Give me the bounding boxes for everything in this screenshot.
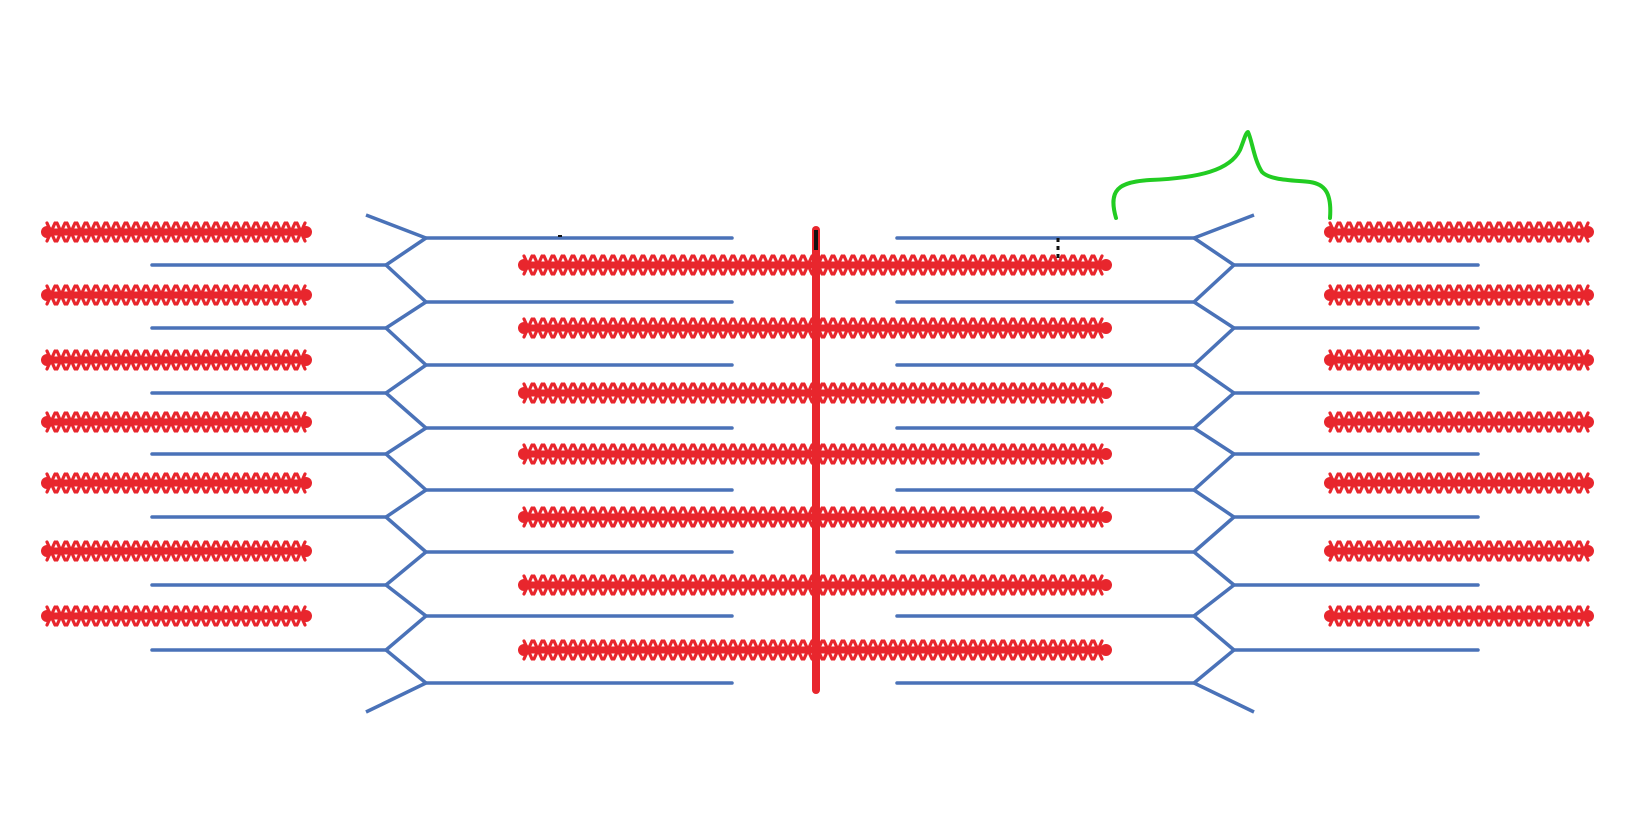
thick-filament-end	[518, 259, 530, 271]
thick-filament-end	[41, 416, 53, 428]
thick-filament-end	[1100, 511, 1112, 523]
thick-filament-left	[41, 540, 312, 562]
thin-filaments	[150, 236, 1480, 685]
thick-filament-end	[300, 477, 312, 489]
thick-filament-end	[518, 448, 530, 460]
thick-filament-end	[1100, 644, 1112, 656]
thick-filament-end	[518, 511, 530, 523]
thick-filament-end	[518, 579, 530, 591]
thick-filament-end	[1324, 289, 1336, 301]
thick-filament-right	[1324, 221, 1594, 243]
green-bracket	[1111, 130, 1333, 220]
thick-filament-end	[1582, 354, 1594, 366]
thick-filament-right	[1324, 472, 1594, 494]
thick-filament-end	[518, 644, 530, 656]
z-lines	[365, 213, 1255, 714]
thick-filament-end	[1100, 579, 1112, 591]
thick-filament-end	[1324, 477, 1336, 489]
thick-filament-end	[1582, 610, 1594, 622]
thick-filament-end	[41, 289, 53, 301]
thick-filament-end	[1582, 289, 1594, 301]
thick-filament-end	[518, 387, 530, 399]
thick-filament-end	[1100, 448, 1112, 460]
thick-filament-end	[1100, 259, 1112, 271]
thick-filament-end	[1324, 545, 1336, 557]
thick-filament-end	[1100, 387, 1112, 399]
thick-filament-end	[300, 610, 312, 622]
thick-filament-end	[1582, 226, 1594, 238]
z-line-left	[365, 213, 430, 714]
thick-filament-end	[1324, 416, 1336, 428]
thick-filament-end	[300, 354, 312, 366]
thick-filament-end	[41, 226, 53, 238]
thick-filament-end	[1582, 545, 1594, 557]
thick-filament-end	[300, 416, 312, 428]
thick-filament-end	[1324, 226, 1336, 238]
thick-filament-left	[41, 605, 312, 627]
thick-filament-end	[300, 545, 312, 557]
thick-filament-left	[41, 221, 312, 243]
thick-filament-end	[1582, 477, 1594, 489]
thick-filament-left	[41, 284, 312, 306]
thick-filament-right	[1324, 349, 1594, 371]
thick-filament-end	[41, 610, 53, 622]
thick-filament-end	[300, 289, 312, 301]
thick-filament-end	[1324, 610, 1336, 622]
thick-filament-end	[41, 354, 53, 366]
thick-filament-right	[1324, 540, 1594, 562]
thick-filament-end	[518, 322, 530, 334]
thick-filament-end	[41, 545, 53, 557]
thick-filament-left	[41, 411, 312, 433]
thick-filament-right	[1324, 605, 1594, 627]
thick-filament-right	[1324, 284, 1594, 306]
thick-filament-end	[1582, 416, 1594, 428]
thick-filament-left	[41, 472, 312, 494]
thick-filament-end	[1100, 322, 1112, 334]
annotations	[558, 130, 1333, 262]
thick-filament-end	[300, 226, 312, 238]
z-line-right	[1190, 213, 1255, 714]
thick-filament-right	[1324, 411, 1594, 433]
thick-filament-left	[41, 349, 312, 371]
thick-filament-end	[1324, 354, 1336, 366]
thick-filament-end	[41, 477, 53, 489]
